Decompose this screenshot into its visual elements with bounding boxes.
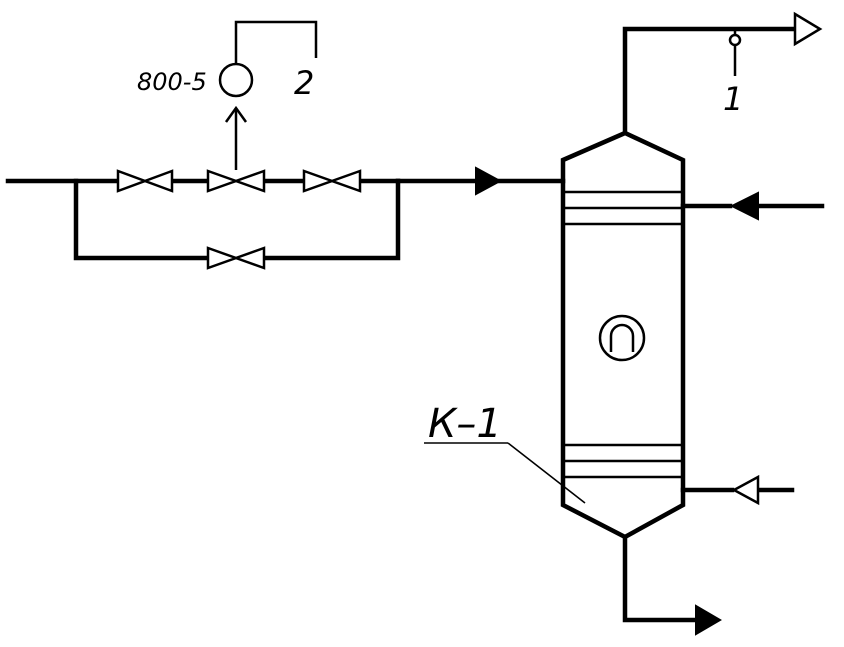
control-valve-icon [206, 169, 266, 193]
sample-point [728, 29, 742, 76]
flow-arrow-icon [793, 11, 823, 47]
instrument-connection-line [234, 20, 318, 64]
instrument-tag-label: 800-5 [137, 68, 207, 96]
column-tag-leader [507, 442, 586, 504]
instrument-circle-icon [218, 62, 254, 98]
upper-side-inlet [680, 191, 825, 221]
bypass-line [73, 178, 401, 261]
gate-valve-icon [302, 169, 362, 193]
reference-number-2: 2 [294, 64, 314, 102]
gate-valve-icon [206, 246, 266, 270]
gate-valve-icon [116, 169, 174, 193]
bottom-tray-section [563, 443, 683, 479]
column-tag-label: К–1 [428, 401, 502, 447]
flow-arrow-icon [695, 604, 722, 636]
lower-side-inlet [680, 474, 795, 506]
overhead-outlet-line [622, 26, 798, 136]
circulation-symbol-icon [598, 314, 646, 362]
flow-arrow-icon [475, 166, 503, 196]
top-tray-section [563, 190, 683, 226]
bottom-outlet-line [622, 534, 699, 623]
control-signal-line [224, 105, 248, 170]
reference-number-1: 1 [723, 80, 743, 118]
